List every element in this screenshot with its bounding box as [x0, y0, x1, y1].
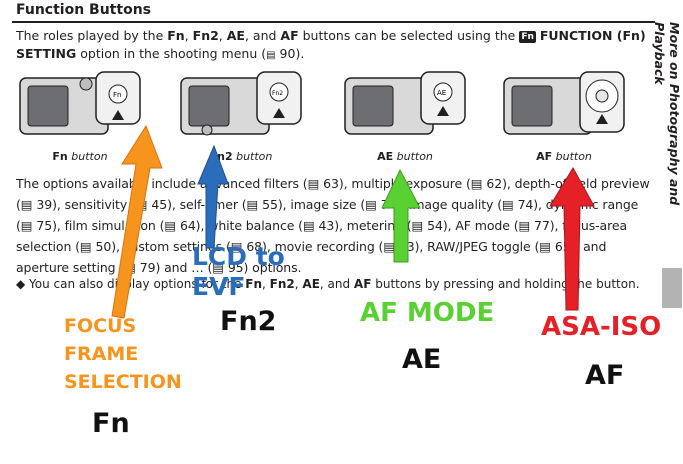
caption-fn-button: Fn button [16, 150, 144, 163]
options-paragraph: The options available include advanced f… [16, 176, 650, 275]
side-tab-marker [662, 268, 682, 308]
blue-arrow-icon [197, 144, 229, 249]
caption-label: button [71, 150, 108, 163]
caption-label: button [396, 150, 433, 163]
annotation-ae-key: AE [402, 344, 442, 375]
intro-paragraph: The roles played by the Fn, Fn2, AE, and… [16, 27, 652, 65]
sep: , and [319, 277, 354, 291]
sep: , and [244, 28, 281, 43]
fn2-label: Fn2 [192, 28, 219, 43]
caption-af-button: AF button [500, 150, 628, 163]
red-arrow-icon [549, 167, 595, 311]
svg-text:AE: AE [437, 89, 446, 97]
sep: , [218, 28, 227, 43]
camera-ae-illustration: AE [344, 71, 466, 135]
sep: , [262, 277, 270, 291]
intro-text: ). [295, 46, 305, 61]
annotation-line: SELECTION [64, 371, 182, 393]
svg-text:Fn: Fn [113, 91, 121, 99]
caption-label: button [555, 150, 592, 163]
caption-ae-button: AE button [341, 150, 469, 163]
section-heading: Function Buttons [16, 2, 151, 18]
intro-text: The roles played by the [16, 28, 168, 43]
annotation-af-mode: AF MODE [360, 298, 495, 328]
af-label: AF [280, 28, 299, 43]
green-arrow-icon [381, 168, 421, 263]
book-icon: ▤ [266, 50, 276, 61]
annotation-line: LCD to [192, 242, 285, 271]
orange-arrow-icon [111, 124, 163, 319]
annotation-line: FRAME [64, 343, 139, 365]
camera-fn2-illustration: Fn2 [180, 71, 302, 136]
annotation-af-key: AF [585, 360, 625, 391]
annotation-lcd-to-evf: LCD to EVF [192, 242, 285, 302]
caption-key: AF [536, 150, 553, 163]
function-setting-option: FUNCTION (Fn) SETTING [16, 28, 646, 61]
fn-label: Fn [167, 28, 185, 43]
sep: , [184, 28, 193, 43]
annotation-line: EVF [192, 272, 246, 301]
svg-text:Fn2: Fn2 [272, 90, 283, 97]
heading-rule [12, 2, 655, 23]
annotation-fn2-key: Fn2 [220, 306, 277, 337]
annotation-asa-iso: ASA-ISO [541, 312, 662, 342]
ae-label: AE [302, 277, 320, 291]
fn2-label: Fn2 [269, 277, 295, 291]
intro-text: buttons can be selected using the [298, 28, 520, 43]
fn-label: Fn [245, 277, 263, 291]
annotation-focus-frame-selection: FOCUS FRAME SELECTION [64, 312, 182, 396]
caption-label: button [236, 150, 273, 163]
ae-label: AE [226, 28, 245, 43]
caption-key: AE [377, 150, 394, 163]
sep: , [294, 277, 303, 291]
camera-fn-illustration: Fn [19, 71, 141, 135]
page-ref: 90 [279, 46, 296, 61]
af-label: AF [353, 277, 372, 291]
note-text: You can also display options for the [25, 277, 246, 291]
diamond-bullet-icon: ◆ [16, 277, 26, 291]
caption-key: Fn [52, 150, 68, 163]
annotation-fn-key: Fn [92, 408, 130, 439]
intro-text: option in the shooting menu ( [76, 46, 267, 61]
fn-glyph-icon: Fn [519, 31, 536, 43]
side-tab-label: More on Photography and Playback [652, 22, 682, 206]
camera-af-illustration [503, 71, 625, 135]
annotation-line: FOCUS [64, 315, 137, 337]
